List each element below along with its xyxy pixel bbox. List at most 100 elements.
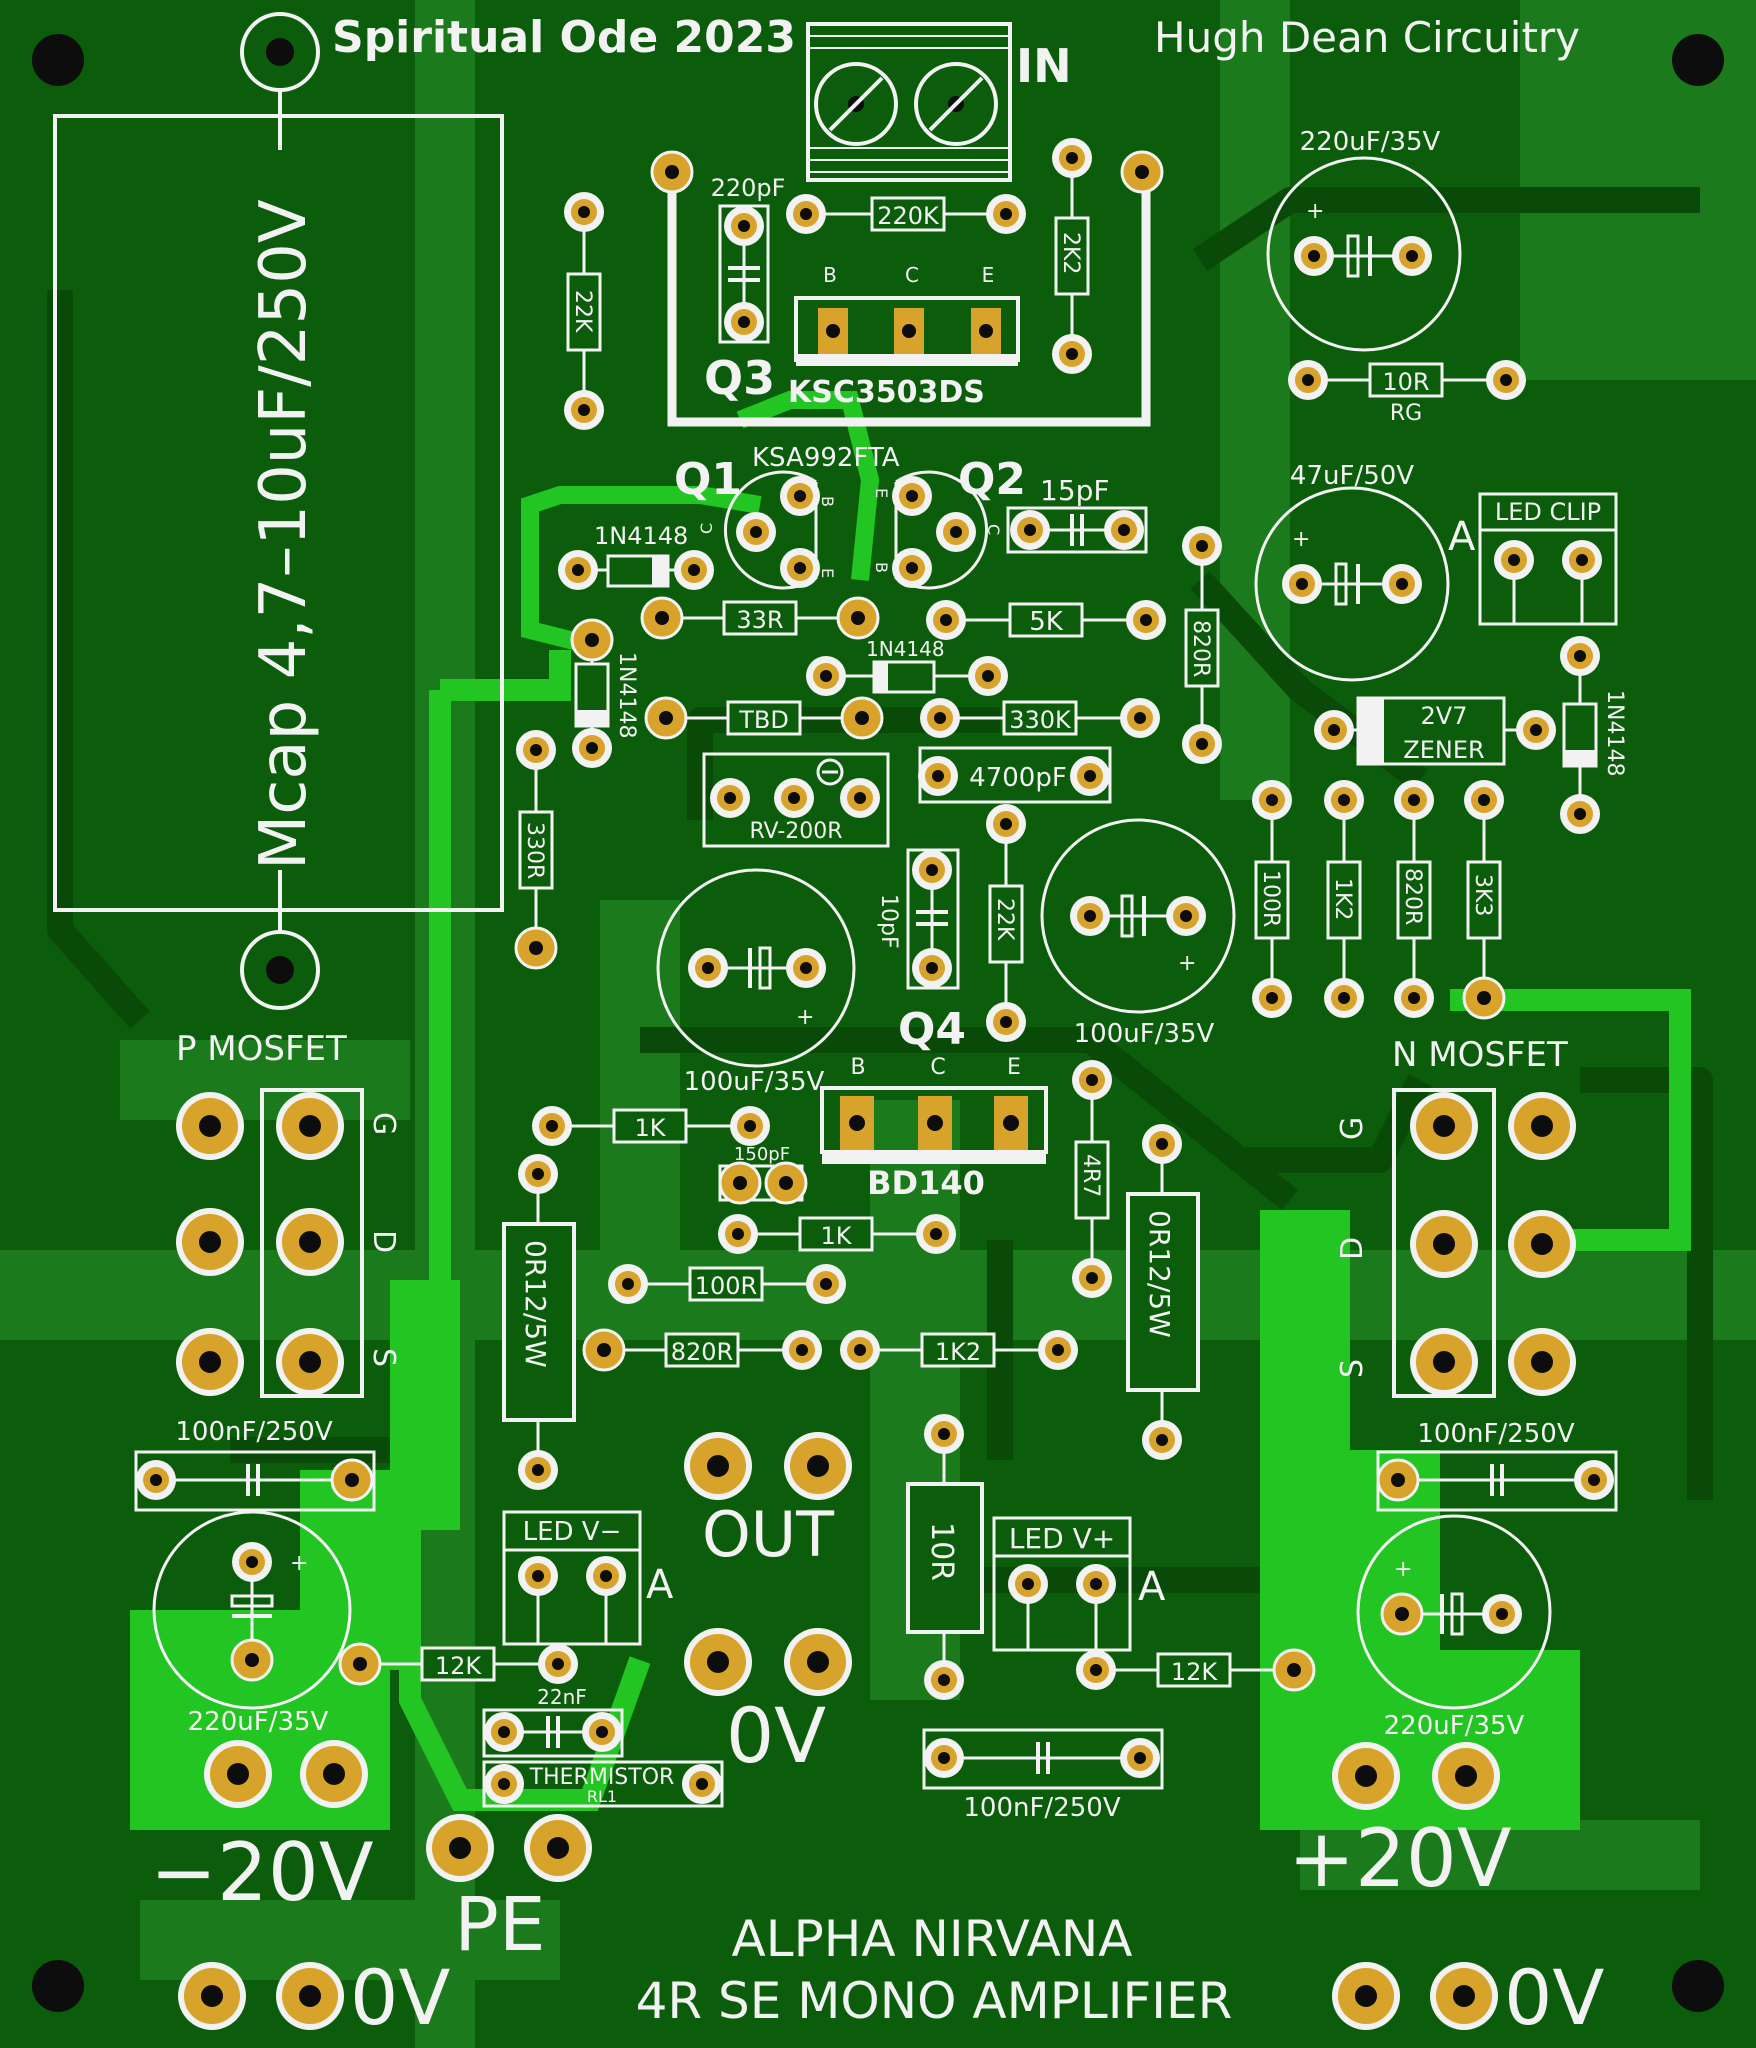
q3-outline: B C E Q3 KSC3503DS [650, 150, 1164, 427]
res-12k-right: 12K [1076, 1648, 1316, 1692]
n-mosfet-pin-g: G [1335, 1117, 1370, 1140]
cap-220uf-top-plus: + [1306, 199, 1324, 224]
trimmer-label: RV-200R [749, 819, 842, 844]
cap-22nf: 22nF [482, 1685, 624, 1758]
res-1k-b-label: 1K [820, 1222, 852, 1250]
in-connector: IN [806, 22, 1072, 182]
p-mosfet: P MOSFET G D S [176, 1029, 401, 1398]
res-10r-rg: 10R RG [1288, 360, 1526, 426]
ov-center-connector: 0V [684, 1628, 852, 1780]
q4-pin-c: C [930, 1055, 945, 1080]
q1-label: Q1 [674, 454, 742, 505]
res-1k2-v-label: 1K2 [1330, 878, 1355, 920]
q2-label: Q2 [958, 454, 1026, 505]
cap-100nf-left-label: 100nF/250V [175, 1417, 332, 1447]
rg-label: RG [1390, 401, 1422, 426]
res-4r7: 4R7 [1072, 1060, 1112, 1298]
q1-transistor: Q1 KSA992FTA C B E [674, 443, 900, 590]
cap-100uf-left-label: 100uF/35V [684, 1067, 825, 1097]
led-vplus-label: LED V+ [1009, 1522, 1115, 1555]
res-1k2-h: 1K2 [840, 1330, 1078, 1370]
res-22k-mid-label: 22K [992, 898, 1017, 941]
ov-right-connector: 0V [1332, 1953, 1604, 2042]
res-330r-label: 330R [522, 822, 547, 879]
ov-left-label: 0V [350, 1953, 450, 2042]
out-connector: OUT [684, 1432, 852, 1571]
led-clip-label: LED CLIP [1495, 498, 1601, 526]
cap-100uf-left: + 100uF/35V [656, 868, 856, 1097]
res-0r12-left: 0R12/5W [502, 1154, 576, 1490]
diode-1n4148-b: 1N4148 [806, 637, 1008, 696]
out-label: OUT [702, 1498, 835, 1571]
cap-15pf-label: 15pF [1040, 474, 1110, 507]
cap-15pf: 15pF [1006, 474, 1148, 554]
trimmer-rv200r: RV-200R [702, 752, 890, 848]
q2-pin-e: E [872, 488, 891, 498]
cap-100uf-left-plus: + [796, 1005, 814, 1030]
cap-100nf-right-label: 100nF/250V [1417, 1419, 1574, 1449]
mcap-label: Mcap 4,7–10uF/250V [247, 199, 321, 870]
cap-100nf-bottom: 100nF/250V [922, 1728, 1164, 1823]
res-330r: 330R [514, 730, 558, 970]
cap-220uf-br-label: 220uF/35V [1384, 1711, 1525, 1741]
res-820r-v: 820R [1182, 526, 1222, 764]
board-title: Spiritual Ode 2023 [332, 12, 796, 63]
res-10r-big-label: 10R [924, 1522, 959, 1581]
zener-value: 2V7 [1421, 702, 1468, 730]
res-2k2: 2K2 [1052, 138, 1092, 374]
res-5k: 5K [926, 600, 1166, 640]
ksa-label: KSA992FTA [752, 443, 900, 473]
res-220k-label: 220K [877, 202, 940, 230]
q3-pin-b: B [823, 263, 837, 287]
cap-10pf: 10pF [876, 848, 960, 990]
diode-1n4148-a: 1N4148 [558, 522, 714, 590]
cap-100nf-right: 100nF/250V [1376, 1419, 1618, 1512]
cap-220pf-label: 220pF [711, 174, 786, 202]
cap-47uf-plus: + [1292, 527, 1310, 552]
res-12k-left: 12K [338, 1642, 578, 1686]
res-22k-mid: 22K [986, 804, 1026, 1042]
res-820r-v2-label: 820R [1400, 868, 1425, 925]
led-vminus-anode: A [646, 1562, 674, 1608]
p-mosfet-label: P MOSFET [176, 1029, 347, 1069]
diode-1n4148-c-label: 1N4148 [614, 652, 639, 738]
res-820r-h-label: 820R [671, 1338, 733, 1366]
cap-100nf-left: 100nF/250V [134, 1417, 376, 1512]
thermistor-rl1: THERMISTOR RL1 [482, 1760, 724, 1808]
diode-1n4148-d: 1N4148 [1560, 636, 1627, 834]
res-1k2-h-label: 1K2 [935, 1338, 981, 1366]
res-330k-label: 330K [1009, 706, 1072, 734]
ov-right-label: 0V [1504, 1953, 1604, 2042]
highlight-traces [130, 391, 1691, 1830]
ksc-label: KSC3503DS [788, 375, 985, 410]
cap-100nf-bottom-label: 100nF/250V [963, 1793, 1120, 1823]
thermistor-label: THERMISTOR [529, 1765, 675, 1790]
res-220k: 220K [786, 194, 1026, 234]
plus20-connector: +20V [1288, 1742, 1512, 1905]
ov-center-label: 0V [726, 1691, 826, 1780]
n-mosfet-pin-d: D [1335, 1237, 1370, 1260]
res-100r-h: 100R [608, 1264, 846, 1304]
diode-1n4148-a-label: 1N4148 [594, 522, 688, 550]
res-100r-v-label: 100R [1258, 870, 1283, 927]
res-4r7-label: 4R7 [1078, 1154, 1103, 1197]
res-1k-a: 1K [532, 1106, 770, 1146]
cap-220uf-br-plus: + [1394, 1557, 1412, 1582]
res-100r-h-label: 100R [695, 1272, 757, 1300]
cap-47uf-label: 47uF/50V [1290, 461, 1414, 491]
cap-4700pf-label: 4700pF [969, 763, 1067, 793]
cap-220uf-bl-label: 220uF/35V [188, 1707, 329, 1737]
res-1k-a-label: 1K [634, 1114, 666, 1142]
q2-transistor: Q2 E B C [872, 454, 1026, 590]
cap-220uf-bl-plus: + [290, 1551, 308, 1576]
minus20-connector: −20V [150, 1740, 374, 1919]
res-1k-b: 1K [718, 1214, 956, 1254]
cap-100uf-right-plus: + [1178, 951, 1196, 976]
q1-pin-b: B [818, 496, 837, 507]
q4-pin-b: B [850, 1055, 865, 1080]
res-1k2-v: 1K2 [1324, 780, 1364, 1018]
n-mosfet: N MOSFET G D S [1335, 1035, 1576, 1398]
q2-pin-c: C [984, 524, 1003, 535]
res-0r12-left-label: 0R12/5W [519, 1240, 552, 1368]
